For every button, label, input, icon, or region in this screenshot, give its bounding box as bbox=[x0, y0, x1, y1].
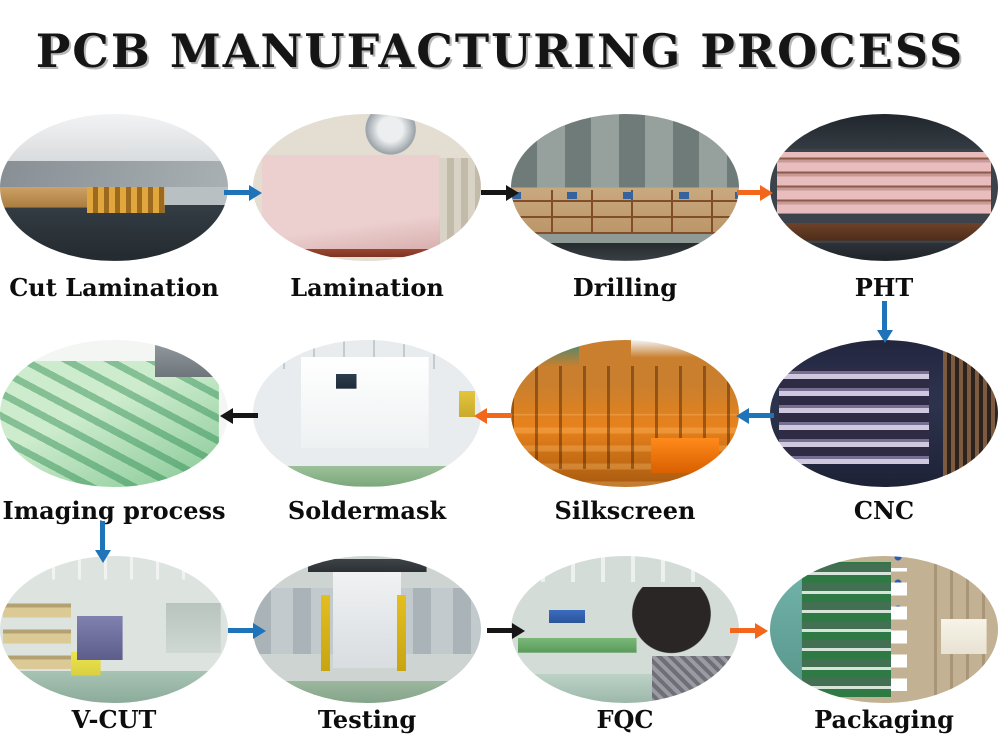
arrow-imaging-to-vcut-icon bbox=[100, 521, 105, 551]
step-drilling: Drilling bbox=[511, 114, 739, 302]
step-v-cut: V-CUT bbox=[0, 556, 228, 734]
cutting-machine-photo bbox=[0, 114, 228, 261]
step-label-soldermask: Soldermask bbox=[287, 496, 447, 525]
soldermask-machine-photo bbox=[253, 340, 481, 487]
arrow-silkscreen-to-soldermask-icon bbox=[486, 413, 512, 418]
arrow-fqc-to-packaging-icon bbox=[730, 628, 756, 633]
arrow-lamination-to-drilling-icon bbox=[481, 190, 507, 195]
step-label-cnc: CNC bbox=[853, 496, 915, 525]
green-pcb-panels-photo bbox=[0, 340, 228, 487]
page-title: PCB MANUFACTURING PROCESS bbox=[35, 24, 965, 78]
step-fqc: FQC bbox=[511, 556, 739, 734]
step-label-imaging-process: Imaging process bbox=[2, 496, 226, 525]
step-label-pht: PHT bbox=[854, 273, 914, 302]
step-testing: Testing bbox=[253, 556, 481, 734]
vcut-workshop-photo bbox=[0, 556, 228, 703]
step-label-drilling: Drilling bbox=[572, 273, 678, 302]
step-imaging-process: Imaging process bbox=[0, 340, 228, 525]
step-cut-lamination: Cut Lamination bbox=[0, 114, 228, 302]
step-label-testing: Testing bbox=[317, 705, 417, 734]
silkscreen-line-photo bbox=[511, 340, 739, 487]
arrow-drilling-to-pht-icon bbox=[737, 190, 761, 195]
step-label-cut-lamination: Cut Lamination bbox=[9, 273, 219, 302]
step-label-v-cut: V-CUT bbox=[71, 705, 157, 734]
packed-boards-photo bbox=[770, 556, 998, 703]
step-cnc: CNC bbox=[770, 340, 998, 525]
arrow-cnc-to-silkscreen-icon bbox=[748, 413, 774, 418]
step-silkscreen: Silkscreen bbox=[511, 340, 739, 525]
step-label-packaging: Packaging bbox=[814, 705, 954, 734]
step-packaging: Packaging bbox=[770, 556, 998, 734]
drilling-machines-photo bbox=[511, 114, 739, 261]
arrow-testing-to-fqc-icon bbox=[487, 628, 513, 633]
inspection-worker-photo bbox=[511, 556, 739, 703]
step-lamination: Lamination bbox=[253, 114, 481, 302]
arrow-cut-lamination-to-lamination-icon bbox=[224, 190, 250, 195]
copper-clad-laminate-photo bbox=[253, 114, 481, 261]
testing-machine-photo bbox=[253, 556, 481, 703]
stacked-panels-photo bbox=[770, 340, 998, 487]
arrow-vcut-to-testing-icon bbox=[228, 628, 254, 633]
step-pht: PHT bbox=[770, 114, 998, 302]
step-label-silkscreen: Silkscreen bbox=[554, 496, 696, 525]
arrow-soldermask-to-imaging-icon bbox=[232, 413, 258, 418]
arrow-pht-to-cnc-icon bbox=[882, 301, 887, 331]
plating-line-photo bbox=[770, 114, 998, 261]
step-label-fqc: FQC bbox=[596, 705, 654, 734]
step-soldermask: Soldermask bbox=[253, 340, 481, 525]
step-label-lamination: Lamination bbox=[290, 273, 444, 302]
